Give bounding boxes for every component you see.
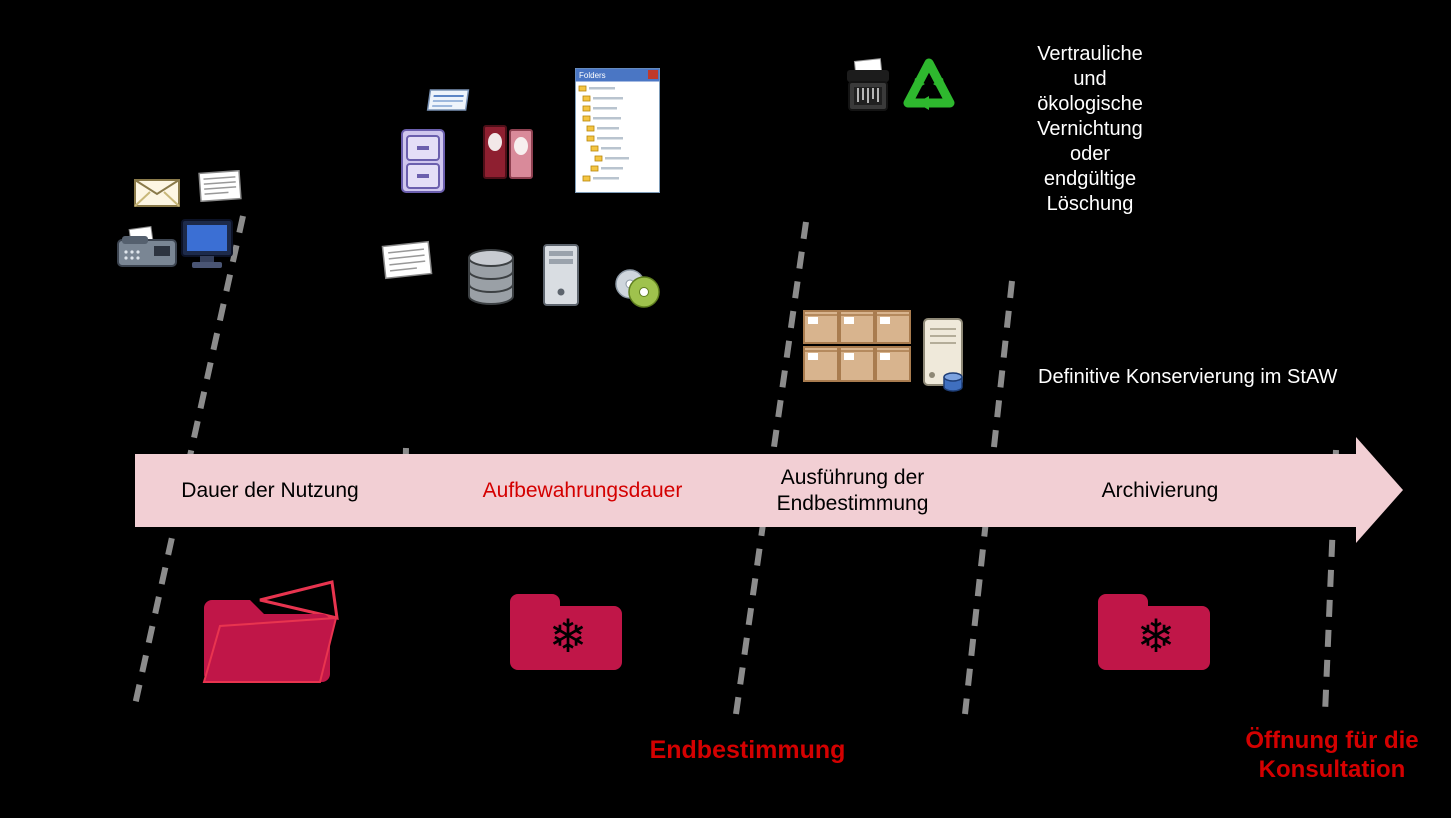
explorer-title: Folders [579,71,606,80]
recycle-icon [903,58,955,110]
folder-tree-rows [578,85,629,182]
endbestimmung-label: Endbestimmung [649,736,846,764]
phase-label-archivierung: Archivierung [1101,478,1219,502]
snowflake-icon: ❄ [1137,610,1176,662]
pc-tower-icon [543,244,579,306]
paper-shredder-icon [847,58,889,111]
database-icon [468,249,514,305]
binders-icon [483,125,533,179]
timeline-arrowhead-icon [1356,437,1403,543]
folder-tree-window-icon: Folders [575,68,660,193]
document-icon [198,170,242,202]
opening-consultation-label: Öffnung für die Konsultation [1245,727,1419,783]
frozen-folder-icon: ❄ [1098,594,1210,670]
computer-monitor-icon [181,219,233,268]
archive-boxes-icon [803,310,911,382]
file-cabinet-icon [401,129,445,193]
card-icon [426,89,470,111]
email-envelope-icon [134,179,180,207]
server-database-icon [943,372,963,392]
fax-machine-icon [117,226,177,267]
phase-label-aufbewahrung: Aufbewahrungsdauer [482,478,683,502]
frozen-folder-icon: ❄ [510,594,622,670]
conservation-note: Definitive Konservierung im StAW [1038,366,1338,388]
phase-label-ausfuehrung: Ausführung der Endbestimmung [776,465,929,515]
cd-discs-icon [615,269,660,308]
close-icon [648,70,658,79]
document-icon [381,240,433,280]
timeline-band [135,454,1356,527]
snowflake-icon: ❄ [549,610,588,662]
server-icon [923,318,963,392]
destruction-note: Vertrauliche und ökologische Vernichtung… [1037,43,1143,215]
phase-label-nutzung: Dauer der Nutzung [181,478,359,502]
open-folder-icon [202,580,339,683]
